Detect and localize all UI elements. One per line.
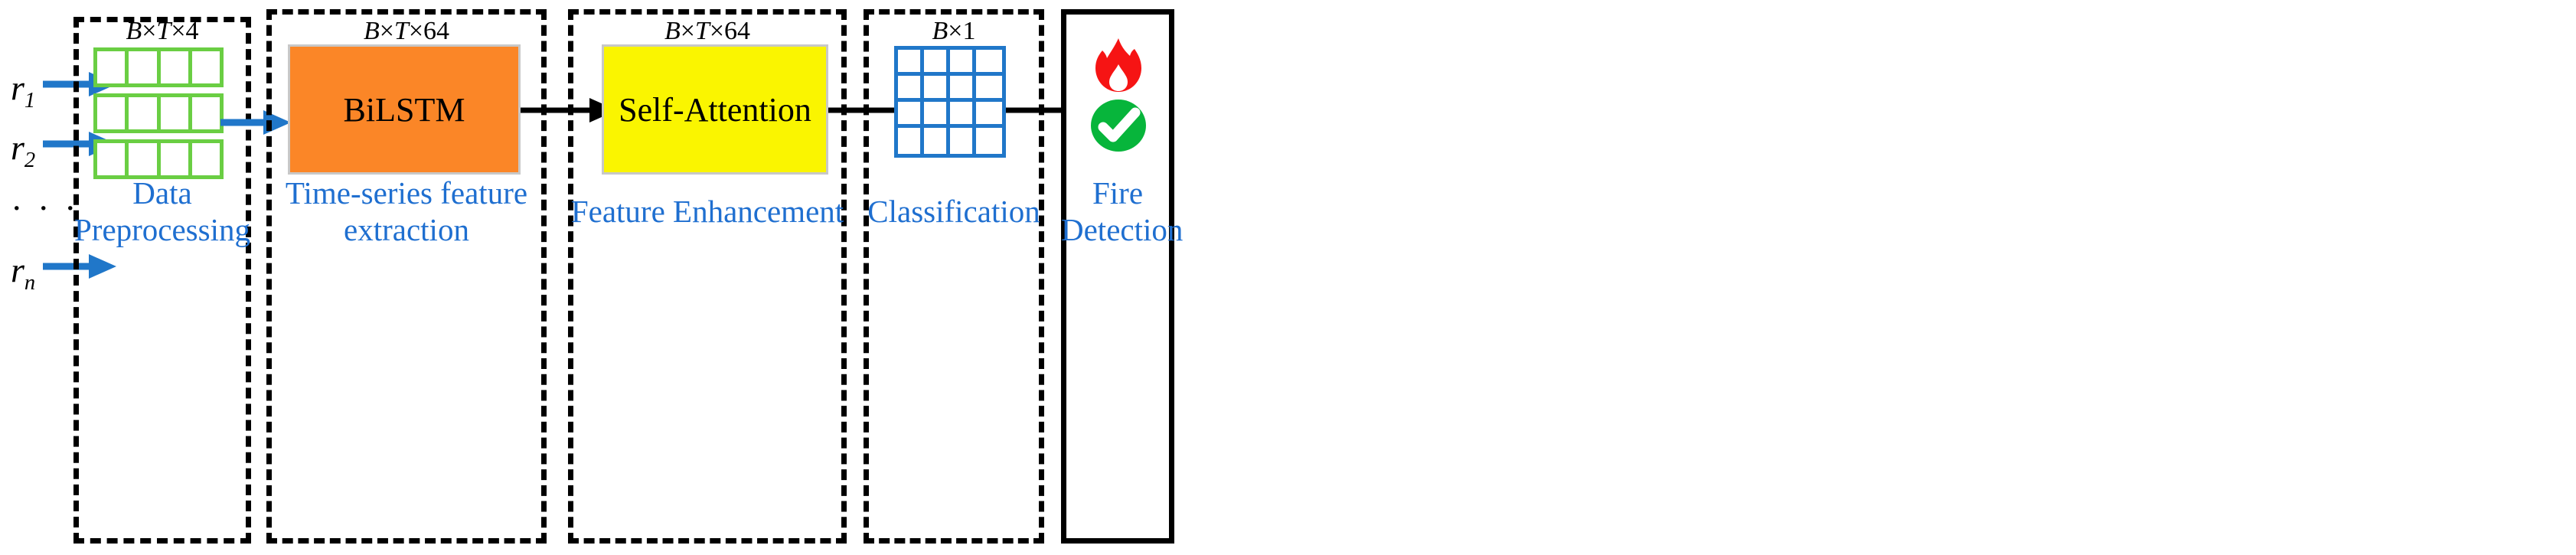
- grid-cell: [898, 102, 924, 128]
- block-bilstm: BiLSTM: [288, 44, 521, 175]
- input-arrow-rn: [43, 254, 116, 279]
- input-ellipsis: . . .: [12, 178, 80, 217]
- grid-cell: [950, 128, 976, 154]
- grid-cell: [898, 128, 924, 154]
- token-cell: [97, 51, 129, 83]
- grid-cell: [976, 102, 1002, 128]
- grid-cell: [976, 76, 1002, 102]
- token-cell: [129, 143, 161, 175]
- caption-classification: Classification: [867, 194, 1040, 229]
- classification-grid: [894, 46, 1006, 158]
- token-cell: [192, 51, 220, 83]
- shape-label-data-preprocessing: B×T×4: [126, 17, 199, 45]
- token-row: [93, 47, 224, 87]
- token-cell: [97, 143, 129, 175]
- token-cell: [192, 97, 220, 129]
- shape-label-classification: B×1: [932, 17, 976, 45]
- input-label-r1: r1: [11, 68, 36, 113]
- grid-cell: [924, 50, 950, 76]
- shape-label-feature-enhancement: B×T×64: [664, 17, 751, 45]
- token-cell: [192, 143, 220, 175]
- grid-cell: [976, 128, 1002, 154]
- input-label-rn: rn: [11, 250, 36, 295]
- caption-time-series-feature-extraction: Time-series feature extraction: [285, 175, 528, 248]
- token-cell: [161, 51, 192, 83]
- stage-box-data-preprocessing: [73, 17, 251, 544]
- grid-cell: [924, 128, 950, 154]
- token-cell: [161, 143, 192, 175]
- token-cell: [129, 51, 161, 83]
- caption-feature-enhancement: Feature Enhancement: [570, 194, 844, 229]
- input-label-r2: r2: [11, 128, 36, 173]
- token-cell: [161, 97, 192, 129]
- grid-cell: [950, 76, 976, 102]
- flame-icon: [1095, 38, 1141, 92]
- stage-box-feature-enhancement: [568, 9, 847, 544]
- grid-cell: [898, 50, 924, 76]
- pipeline-diagram: r1 r2 . . . rn B×T×4: [0, 0, 1187, 555]
- stage-box-time-series-feature-extraction: [266, 9, 547, 544]
- grid-cell: [950, 102, 976, 128]
- stage-box-fire-detection: [1061, 9, 1174, 544]
- token-row: [93, 93, 224, 133]
- token-row: [93, 139, 224, 179]
- block-self-attention: Self-Attention: [602, 44, 828, 175]
- grid-cell: [924, 76, 950, 102]
- token-cell: [97, 97, 129, 129]
- shape-label-time-series-feature-extraction: B×T×64: [363, 17, 450, 45]
- grid-cell: [924, 102, 950, 128]
- grid-cell: [898, 76, 924, 102]
- check-circle-icon: [1091, 100, 1146, 152]
- grid-cell: [950, 50, 976, 76]
- caption-fire-detection: Fire Detection: [1061, 175, 1184, 248]
- caption-data-preprocessing: Data Preprocessing: [73, 175, 250, 248]
- token-cell: [129, 97, 161, 129]
- stage-box-classification: [864, 9, 1044, 544]
- grid-cell: [976, 50, 1002, 76]
